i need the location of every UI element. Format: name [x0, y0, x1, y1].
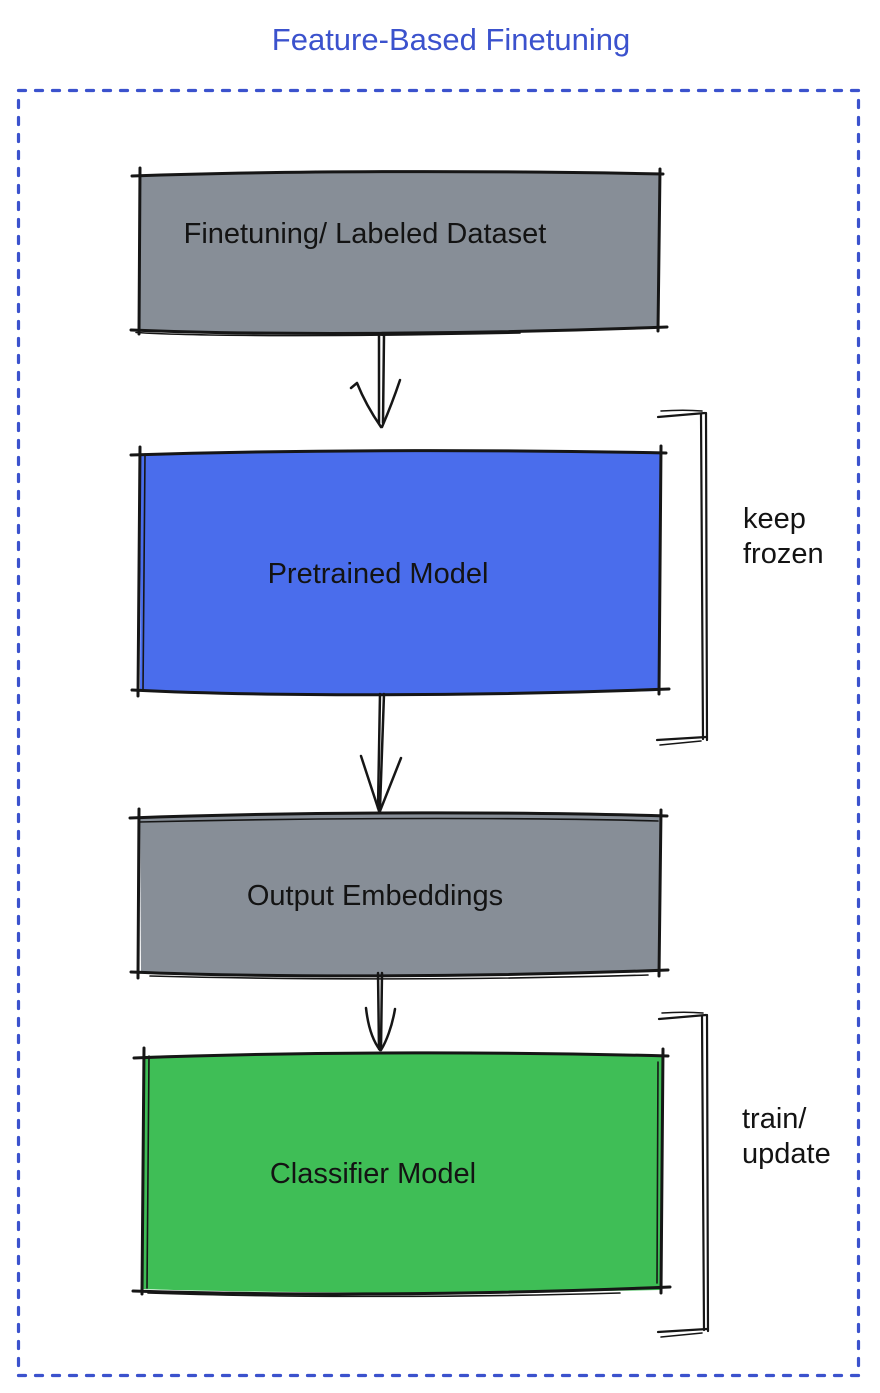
box1-bottom-stroke2	[135, 331, 521, 337]
annotation-keep-frozen-line2: frozen	[743, 538, 824, 570]
box2-left-stroke2	[142, 453, 146, 692]
bracket-train-update	[656, 1011, 710, 1338]
box-output-embeddings-fill	[140, 813, 660, 976]
arrow2-head-right	[378, 756, 403, 813]
arrow1-shaft-right	[381, 333, 386, 425]
box3-right-stroke	[657, 808, 663, 978]
flow-arrow-model-to-embeddings	[359, 692, 403, 813]
bracket2-vert2	[705, 1013, 710, 1333]
box-output-embeddings-label: Output Embeddings	[247, 880, 503, 912]
arrow3-shaft-left	[376, 971, 381, 1051]
box2-bottom-stroke	[130, 687, 671, 697]
flow-arrow-dataset-to-model	[349, 333, 402, 429]
box4-left-stroke2	[146, 1055, 150, 1289]
annotation-train-update-line1: train/	[742, 1103, 807, 1135]
box1-top-stroke	[130, 170, 665, 178]
box-classifier-model-label: Classifier Model	[270, 1158, 476, 1190]
box-finetuning-dataset: Finetuning/ Labeled Dataset	[129, 166, 669, 337]
box2-top-stroke	[129, 449, 668, 457]
flow-arrow-embeddings-to-classifier	[364, 971, 397, 1052]
box3-left-stroke	[136, 807, 141, 980]
arrow2-shaft-right	[378, 692, 386, 810]
arrow3-shaft-right	[379, 971, 384, 1051]
arrow1-head-right	[380, 378, 402, 429]
arrow2-head-left	[359, 754, 381, 813]
box-pretrained-model-label: Pretrained Model	[268, 558, 489, 590]
bracket2-vert1	[700, 1014, 706, 1332]
box3-top-stroke2	[138, 817, 659, 823]
box4-right-stroke	[659, 1047, 665, 1295]
box1-bottom-stroke	[129, 325, 669, 335]
box3-bottom-stroke2	[149, 974, 649, 980]
bracket1-top-tick	[656, 411, 707, 419]
box3-bottom-stroke	[129, 968, 670, 978]
arrow2-shaft-left	[376, 692, 382, 810]
bracket1-top-tick2	[660, 409, 703, 412]
bracket-keep-frozen	[655, 409, 709, 746]
annotation-train-update: train/ update	[742, 1103, 831, 1170]
diagram-title: Feature-Based Finetuning	[272, 22, 630, 57]
box2-left-stroke	[136, 445, 142, 698]
box4-right-stroke2	[656, 1061, 659, 1284]
box3-top-stroke	[128, 811, 669, 820]
arrow1-head-left	[349, 381, 383, 429]
box-finetuning-dataset-label: Finetuning/ Labeled Dataset	[184, 218, 547, 250]
bracket1-vert1	[699, 412, 705, 741]
box4-bottom-stroke	[131, 1285, 672, 1296]
bracket2-bottom-tick2	[660, 1332, 703, 1338]
box-classifier-model: Classifier Model	[131, 1046, 672, 1298]
box-output-embeddings: Output Embeddings	[128, 807, 670, 980]
box4-top-stroke	[132, 1051, 670, 1060]
box-pretrained-model-fill	[140, 451, 660, 694]
box4-left-stroke	[140, 1046, 146, 1296]
bracket1-bottom-tick	[655, 735, 708, 742]
box2-right-stroke	[657, 444, 663, 696]
box-pretrained-model: Pretrained Model	[129, 444, 671, 698]
arrow3-head-right	[379, 1007, 397, 1052]
annotation-keep-frozen: keep frozen	[743, 503, 824, 570]
box-finetuning-dataset-fill	[140, 172, 659, 333]
bracket2-top-tick	[657, 1013, 708, 1021]
box-classifier-model-fill	[142, 1053, 662, 1293]
bracket1-vert2	[704, 411, 709, 742]
dotted-frame-border	[16, 88, 861, 1378]
annotation-train-update-line2: update	[742, 1138, 831, 1170]
bracket2-bottom-tick	[656, 1327, 709, 1334]
bracket2-top-tick2	[661, 1011, 704, 1014]
arrow3-head-left	[364, 1006, 382, 1052]
box1-right-stroke	[656, 167, 662, 333]
bracket1-bottom-tick2	[659, 740, 702, 746]
box1-left-stroke	[137, 166, 142, 336]
annotation-keep-frozen-line1: keep	[743, 503, 806, 535]
box4-bottom-stroke2	[147, 1292, 621, 1298]
